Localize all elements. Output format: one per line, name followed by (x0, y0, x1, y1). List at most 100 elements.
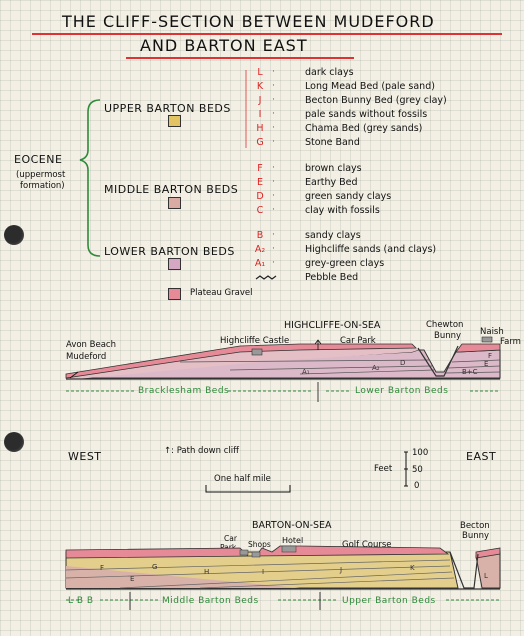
group-upper-label: UPPER BARTON BEDS (104, 102, 231, 115)
group-bracket (79, 99, 101, 257)
page-title: THE CLIFF-SECTION BETWEEN MUDEFORD (62, 12, 435, 31)
chewton-label-1: Chewton (426, 320, 464, 330)
punch-hole-top (4, 225, 24, 245)
eocene-sub-1: (uppermost (16, 170, 66, 180)
group-lower-label: LOWER BARTON BEDS (104, 245, 235, 258)
chewton-label-2: Bunny (434, 331, 462, 341)
swatch-upper (168, 115, 181, 127)
legend-letter-b: B (256, 230, 264, 241)
legend-letter-f: F (257, 163, 263, 174)
title-underline-2 (126, 57, 354, 59)
cliff-section-1 (65, 336, 501, 402)
lower-barton-beds-label: Lower Barton Beds (355, 386, 449, 396)
section2-g-tag: G (152, 563, 157, 571)
section1-a2-tag: A₂ (372, 364, 380, 372)
legend-letter-i: I (258, 109, 262, 120)
section2-h-tag: H (204, 568, 209, 576)
path-arrow-icon (314, 339, 322, 350)
mudeford-label: Mudeford (66, 352, 107, 362)
path-note: ↑: Path down cliff (164, 446, 239, 456)
chewton-bunny-valley (417, 345, 459, 377)
legend-letter-d: D (256, 191, 264, 202)
legend-desc-a1: grey-green clays (305, 258, 385, 269)
legend-letter-h: H (256, 123, 264, 134)
swatch-lower (168, 258, 181, 270)
section1-a1-tag: A₁ (302, 368, 310, 376)
half-mile-scale (205, 485, 291, 493)
plateau-gravel-label: Plateau Gravel (190, 288, 253, 298)
cliff-section-2 (65, 545, 501, 610)
section1-f-tag: F (488, 352, 492, 360)
legend-letter-a1: A₁ (254, 258, 266, 269)
shops-label: Shops (248, 540, 271, 549)
section1-d-tag: D (400, 359, 405, 367)
highcliffe-castle-icon (251, 348, 263, 356)
barton-label: BARTON-ON-SEA (252, 520, 332, 531)
page-subtitle: AND BARTON EAST (140, 36, 308, 55)
castle-label: Highcliffe Castle (220, 336, 290, 346)
becton-bunny-valley (449, 551, 479, 589)
legend-letter-l: L (257, 67, 263, 78)
section2-l-tag: L (484, 572, 488, 580)
legend-letter-a2: A₂ (254, 244, 266, 255)
golf-course-label: Golf Course (342, 540, 392, 550)
legend-dot: · (272, 109, 275, 119)
legend-dot: · (272, 123, 275, 133)
naish-farm-icon (481, 336, 493, 343)
carpark2-label-2: Park (220, 543, 237, 552)
becton-label-1: Becton (460, 521, 490, 531)
legend-desc-e: Earthy Bed (305, 177, 358, 188)
legend-dot: · (272, 205, 275, 215)
legend-dot: · (272, 163, 275, 173)
legend-dot: · (272, 258, 275, 268)
legend-dot: · (272, 81, 275, 91)
pebble-bed-symbol (255, 275, 277, 280)
legend-letter-g: G (256, 137, 264, 148)
section1-upper-band (66, 346, 418, 380)
section2-e-tag: E (130, 575, 134, 583)
becton-label-2: Bunny (462, 531, 490, 541)
bracklesham-beds-label: Bracklesham Beds (138, 386, 230, 396)
vertical-scale-0: 0 (414, 481, 420, 491)
legend-dot: · (272, 67, 275, 77)
section2-middle-band (66, 566, 300, 588)
upper-barton-beds-label: Upper Barton Beds (342, 596, 436, 606)
vertical-scale-100: 100 (412, 448, 429, 458)
eocene-label: EOCENE (14, 153, 63, 166)
middle-barton-beds-label: Middle Barton Beds (162, 596, 259, 606)
section2-f-tag: F (100, 564, 104, 572)
swatch-plateau (168, 288, 181, 300)
legend-desc-c: clay with fossils (305, 205, 380, 216)
lbb-label: L B B (68, 596, 94, 606)
legend-desc-h: Chama Bed (grey sands) (305, 123, 423, 134)
naish-label-1: Naish (480, 327, 504, 337)
section1-e-tag: E (484, 360, 488, 368)
legend-dot: · (272, 137, 275, 147)
legend-letter-j: J (258, 95, 262, 106)
section2-i-tag: I (262, 568, 264, 576)
avon-beach-label: Avon Beach (66, 340, 116, 350)
section1-gravel (65, 343, 417, 379)
carpark-label: Car Park (340, 336, 376, 346)
punch-hole-bottom (4, 432, 24, 452)
group-middle-label: MIDDLE BARTON BEDS (104, 183, 239, 196)
legend-desc-b: sandy clays (305, 230, 361, 241)
shops-icon (251, 551, 261, 558)
legend-dot: · (272, 177, 275, 187)
swatch-middle (168, 197, 181, 209)
legend-dot: · (272, 230, 275, 240)
vertical-scale (404, 451, 408, 487)
legend-letter-k: K (256, 81, 264, 92)
legend-desc-k: Long Mead Bed (pale sand) (305, 81, 435, 92)
section1-bc-tag: B+C (462, 368, 478, 376)
section2-k-tag: K (410, 564, 415, 572)
legend-desc-a2: Highcliffe sands (and clays) (305, 244, 437, 255)
hotel-icon (281, 545, 297, 553)
vertical-scale-label: Feet (374, 464, 393, 474)
legend-desc-d: green sandy clays (305, 191, 392, 202)
eocene-sub-2: formation) (20, 181, 65, 191)
legend-desc-g: Stone Band (305, 137, 360, 148)
title-underline-1 (32, 33, 502, 35)
legend-dot: · (272, 244, 275, 254)
